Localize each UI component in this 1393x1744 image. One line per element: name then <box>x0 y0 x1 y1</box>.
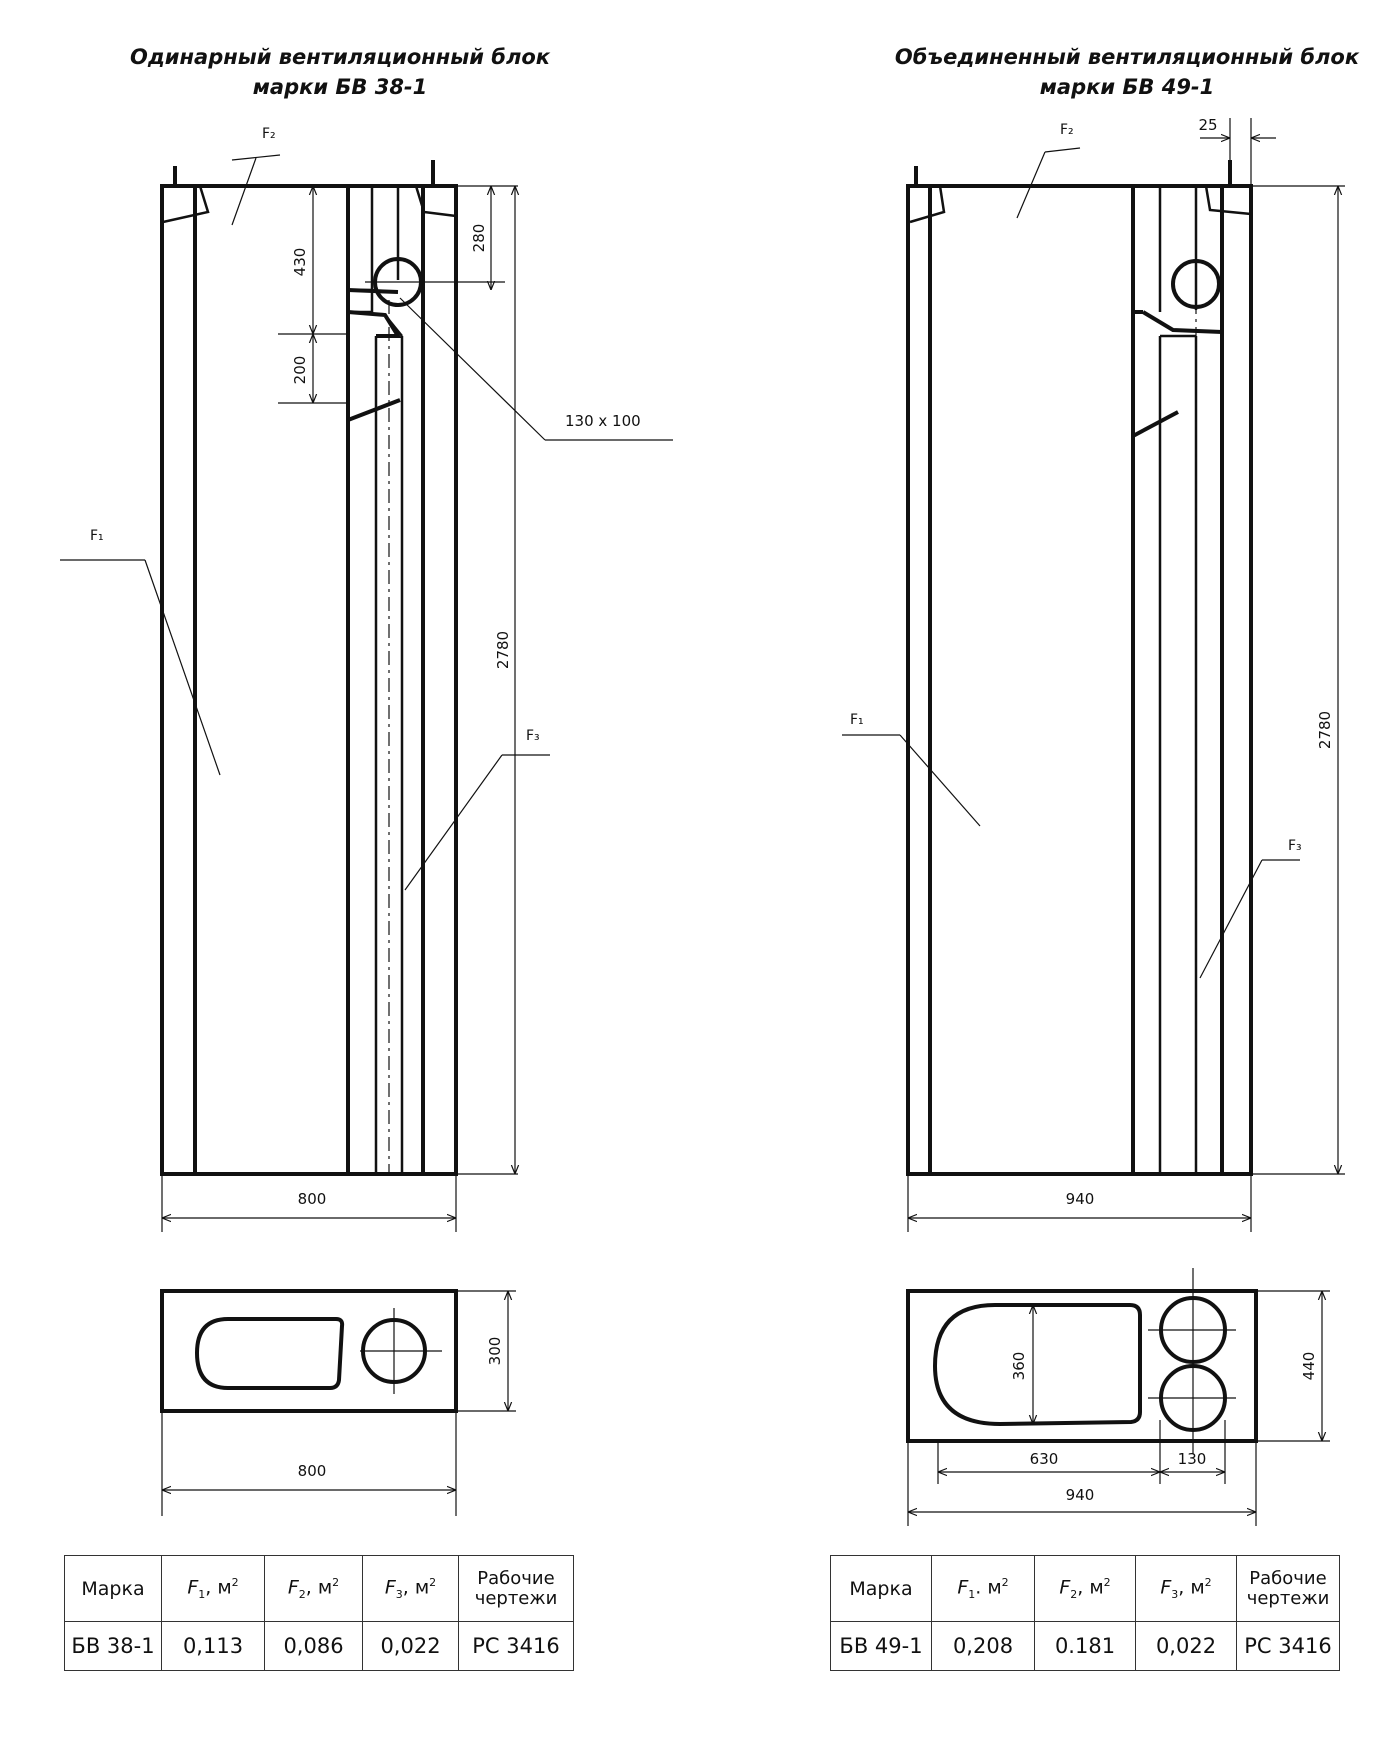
right-label-f3: F₃ <box>1288 838 1302 854</box>
right-title-line1: Объединенный вентиляционный блок <box>895 45 1360 69</box>
cell-f2: 0,086 <box>264 1621 363 1671</box>
cell-drawings: РС 3416 <box>458 1621 574 1671</box>
left-dim-200: 200 <box>291 356 309 385</box>
cell-f1: 0,113 <box>161 1621 265 1671</box>
right-dim-width: 940 <box>1066 1190 1095 1208</box>
right-leaders: F₂ F₁ F₃ <box>842 122 1302 979</box>
right-plan: 360 440 630 130 940 <box>906 1268 1330 1526</box>
right-dim-25: 25 <box>1198 116 1217 134</box>
header-mark: Марка <box>830 1555 932 1622</box>
right-label-f2: F₂ <box>1060 122 1074 138</box>
left-dim-280: 280 <box>470 224 488 253</box>
header-f2: F2, м2 <box>1034 1555 1136 1622</box>
right-elevation-dims: 25 2780 940 <box>907 116 1345 1232</box>
right-title-line2: марки БВ 49-1 <box>1040 75 1215 99</box>
cell-mark: БВ 49-1 <box>830 1621 932 1671</box>
left-elevation-dims: 2780 280 430 200 800 <box>161 185 518 1232</box>
right-plan-oval-channel <box>932 1303 1142 1427</box>
left-plan-oval-channel <box>194 1317 345 1390</box>
left-dim-width: 800 <box>298 1190 327 1208</box>
left-label-f2: F₂ <box>262 126 276 142</box>
left-title-line1: Одинарный вентиляционный блок <box>130 45 551 69</box>
cell-f3: 0,022 <box>362 1621 459 1671</box>
right-dim-plan-630: 630 <box>1030 1450 1059 1468</box>
right-dim-plan-360: 360 <box>1010 1352 1028 1381</box>
left-dim-430: 430 <box>291 248 309 277</box>
right-elevation <box>906 160 1253 1176</box>
right-dim-plan-130: 130 <box>1178 1450 1207 1468</box>
left-label-f1: F₁ <box>90 528 104 544</box>
table-row: БВ 38-1 0,113 0,086 0,022 РС 3416 <box>64 1621 574 1671</box>
right-dim-plan-440: 440 <box>1300 1352 1318 1381</box>
cell-f2: 0.181 <box>1034 1621 1136 1671</box>
header-f3: F3, м2 <box>362 1555 459 1622</box>
right-label-f1: F₁ <box>850 712 864 728</box>
left-title-line2: марки БВ 38-1 <box>253 75 428 99</box>
left-elevation <box>160 160 505 1176</box>
header-f1: F1, м2 <box>161 1555 265 1622</box>
right-dim-height: 2780 <box>1316 711 1334 749</box>
cell-f1: 0,208 <box>931 1621 1035 1671</box>
left-plan: 300 800 <box>160 1289 516 1516</box>
left-label-f3: F₃ <box>526 728 540 744</box>
right-block: Объединенный вентиляционный блок марки Б… <box>842 45 1360 1526</box>
left-block: Одинарный вентиляционный блок марки БВ 3… <box>60 45 673 1516</box>
table-row: БВ 49-1 0,208 0.181 0,022 РС 3416 <box>830 1621 1340 1671</box>
header-f1: F1. м2 <box>931 1555 1035 1622</box>
left-dim-height: 2780 <box>494 631 512 669</box>
header-mark: Марка <box>64 1555 162 1622</box>
left-dim-plan-depth: 300 <box>486 1337 504 1366</box>
cell-mark: БВ 38-1 <box>64 1621 162 1671</box>
right-dim-plan-940: 940 <box>1066 1486 1095 1504</box>
header-f2: F2, м2 <box>264 1555 363 1622</box>
left-dim-opening: 130 x 100 <box>565 412 641 430</box>
cell-drawings: РС 3416 <box>1236 1621 1340 1671</box>
left-dim-plan-width: 800 <box>298 1462 327 1480</box>
cell-f3: 0,022 <box>1135 1621 1237 1671</box>
left-leaders: F₂ F₁ F₃ 130 x 100 <box>60 126 673 891</box>
header-f3: F3, м2 <box>1135 1555 1237 1622</box>
